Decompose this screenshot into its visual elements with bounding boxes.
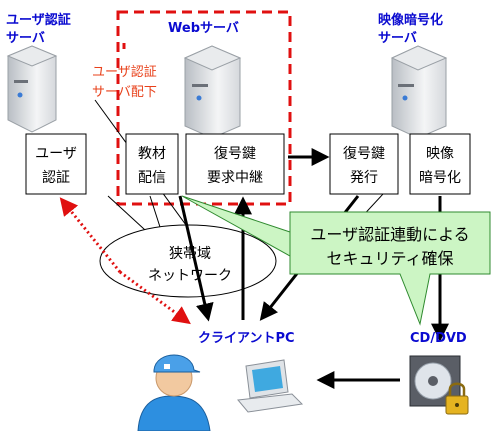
web-server-icon: [183, 45, 242, 139]
box-material-delivery: 教材 配信: [125, 133, 179, 195]
video-encrypt-server-title-2: サーバ: [378, 31, 417, 46]
user-auth-server-title-2: サーバ: [6, 31, 45, 46]
user-auth-server-title-1: ユーザ認証: [6, 12, 71, 28]
auth-dotted-arrow-up: [59, 197, 122, 273]
svg-text:教材: 教材: [138, 146, 166, 162]
svg-text:ユーザ認証連動による: ユーザ認証連動による: [310, 225, 469, 244]
auth-dotted-arrow-down: [119, 270, 191, 325]
cd-dvd-label: CD/DVD: [410, 331, 467, 346]
svg-text:映像: 映像: [426, 146, 454, 162]
video-encrypt-server-icon: [390, 45, 448, 139]
box-key-issue: 復号鍵 発行: [329, 133, 399, 195]
video-encrypt-server-title-1: 映像暗号化: [378, 12, 443, 28]
svg-text:セキュリティ確保: セキュリティ確保: [326, 249, 453, 268]
svg-text:暗号化: 暗号化: [419, 170, 461, 186]
box-video-encrypt: 映像 暗号化: [409, 133, 471, 195]
svg-text:発行: 発行: [350, 170, 378, 186]
svg-text:配信: 配信: [138, 170, 166, 186]
user-auth-sub-1: ユーザ認証: [92, 64, 157, 80]
box-key-request-relay: 復号鍵 要求中継: [185, 133, 285, 195]
svg-text:認証: 認証: [42, 170, 70, 186]
svg-text:復号鍵: 復号鍵: [343, 145, 385, 162]
client-pc-label: クライアントPC: [198, 331, 295, 346]
svg-text:ユーザ: ユーザ: [35, 146, 77, 162]
web-server-title: Webサーバ: [168, 21, 239, 36]
user-auth-sub-2: サーバ配下: [92, 85, 157, 100]
user-person-icon: [137, 354, 211, 431]
cd-dvd-lock-icon: [409, 355, 469, 415]
box-user-auth: ユーザ 認証: [25, 133, 87, 195]
user-auth-server-icon: [6, 45, 58, 133]
svg-text:要求中継: 要求中継: [207, 170, 263, 186]
security-callout: ユーザ認証連動による セキュリティ確保: [181, 195, 491, 326]
network-label-1: 狭帯域: [169, 246, 211, 262]
svg-text:復号鍵: 復号鍵: [214, 145, 256, 162]
pc-icon: [237, 359, 304, 413]
network-label-2: ネットワーク: [148, 268, 232, 284]
